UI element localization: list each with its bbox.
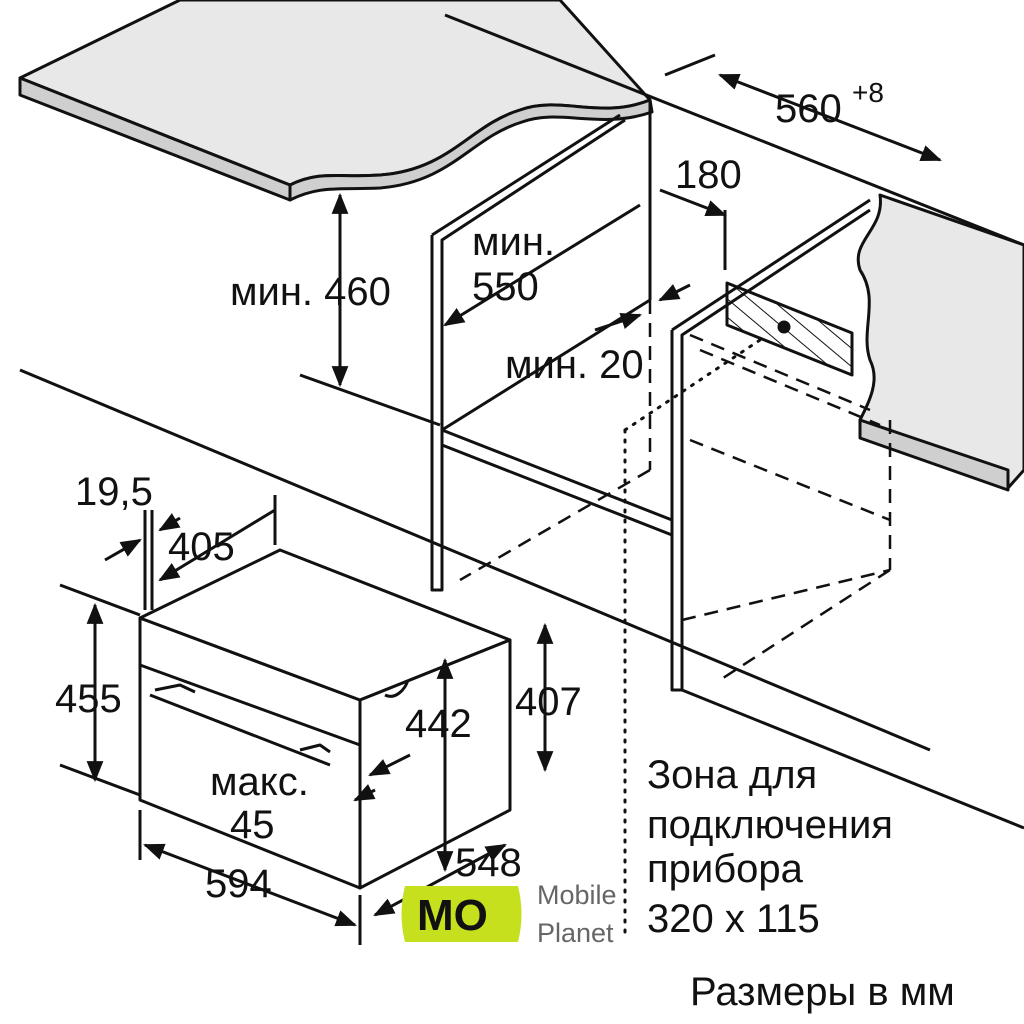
connection-zone-line2: подключения <box>647 803 893 847</box>
dim-vent-offset: 180 <box>675 153 742 197</box>
dim-body-depth: 548 <box>455 841 522 885</box>
dim-height-body: 442 <box>405 702 472 746</box>
dim-niche-tolerance: +8 <box>852 77 884 108</box>
dim-height-side: 407 <box>515 680 582 724</box>
connection-zone-line3: прибора <box>647 847 804 891</box>
oven <box>138 548 512 890</box>
connection-zone-line1: Зона для <box>647 753 817 797</box>
dim-height-min: мин. 460 <box>230 270 391 314</box>
dim-side-depth: 405 <box>168 525 235 569</box>
dim-front-width: 594 <box>205 862 272 906</box>
mobile-planet-logo: MO Mobile Planet <box>401 880 617 948</box>
dim-panel-max-label: макс. <box>210 760 309 804</box>
dim-height-front: 455 <box>55 677 122 721</box>
dim-depth-min-value: 550 <box>472 265 539 309</box>
logo-line1: Mobile <box>537 880 617 910</box>
dim-niche-width: 560 <box>775 87 842 131</box>
connection-zone-line4: 320 x 115 <box>647 897 820 941</box>
dim-depth-min-label: мин. <box>472 220 555 264</box>
logo-badge: MO <box>417 891 488 940</box>
units-note: Размеры в мм <box>690 970 955 1014</box>
dim-front-thickness: 19,5 <box>75 470 153 514</box>
dim-gap-min: мин. 20 <box>505 343 644 387</box>
logo-line2: Planet <box>537 918 614 948</box>
dim-panel-max-value: 45 <box>230 803 275 847</box>
